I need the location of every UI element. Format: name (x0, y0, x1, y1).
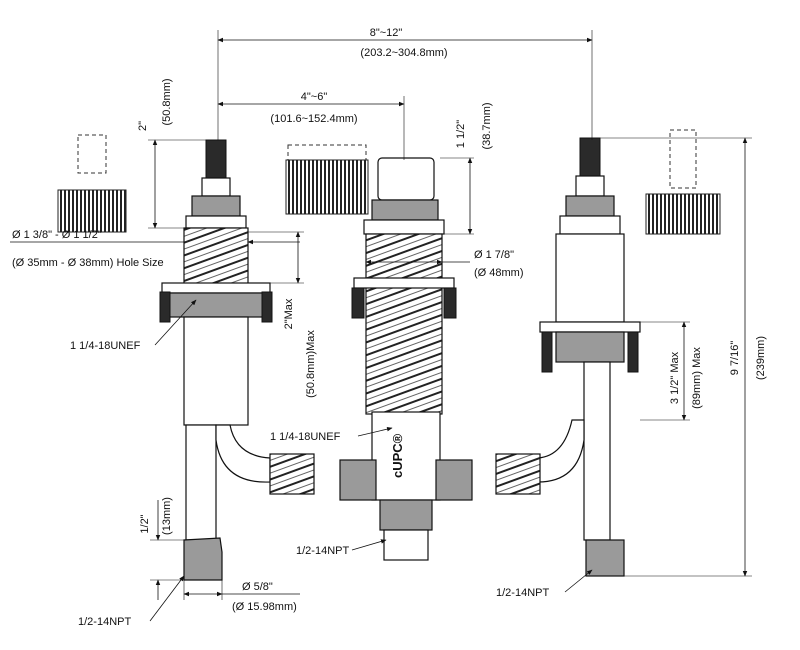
width-overall-mm-label: (203.2~304.8mm) (360, 47, 447, 59)
hole-size-mm-label: (Ø 35mm - Ø 38mm) Hole Size (12, 257, 164, 269)
total-height-mm-label: (239mm) (755, 336, 767, 380)
valve-mark: cUPC® (390, 433, 405, 478)
deck-max-right-label: 3 1/2" Max (669, 351, 681, 404)
npt-center-label: 1/2-14NPT (296, 545, 349, 557)
inlet-dia-mm-label: (Ø 15.98mm) (232, 601, 297, 613)
width-overall-label: 8"~12" (370, 27, 403, 39)
shank-dia-label: Ø 1 7/8" (474, 249, 514, 261)
inlet-len-mm-label: (13mm) (161, 497, 173, 535)
dimension-labels: 8"~12" (203.2~304.8mm) 4"~6" (101.6~152.… (12, 27, 767, 628)
total-height-label: 9 7/16" (729, 341, 741, 376)
left-valve (57, 134, 315, 581)
shank-dia-mm-label: (Ø 48mm) (474, 267, 524, 279)
stem-height-mm-label: (50.8mm) (161, 78, 173, 125)
spout-height-mm-label: (38.7mm) (481, 102, 493, 149)
stem-height-label: 2" (137, 121, 149, 131)
center-valve-body: cUPC® (285, 144, 473, 561)
thread-left-label: 1 1/4-18UNEF (70, 340, 141, 352)
spout-height-label: 1 1/2" (455, 120, 467, 148)
deck-max-label: 2"Max (283, 298, 295, 329)
width-center-label: 4"~6" (301, 91, 328, 103)
inlet-dia-label: Ø 5/8" (242, 581, 273, 593)
dimension-lines (10, 30, 752, 622)
hole-size-in-label: Ø 1 3/8" - Ø 1 1/2" (12, 229, 102, 241)
npt-right-label: 1/2-14NPT (496, 587, 549, 599)
deck-max-mm-label: (50.8mm)Max (305, 330, 317, 398)
npt-left-label: 1/2-14NPT (78, 616, 131, 628)
right-valve (495, 129, 721, 577)
inlet-len-label: 1/2" (139, 514, 151, 533)
thread-center-label: 1 1/4-18UNEF (270, 431, 341, 443)
width-center-mm-label: (101.6~152.4mm) (270, 113, 357, 125)
deck-max-right-mm-label: (89mm) Max (691, 347, 703, 409)
